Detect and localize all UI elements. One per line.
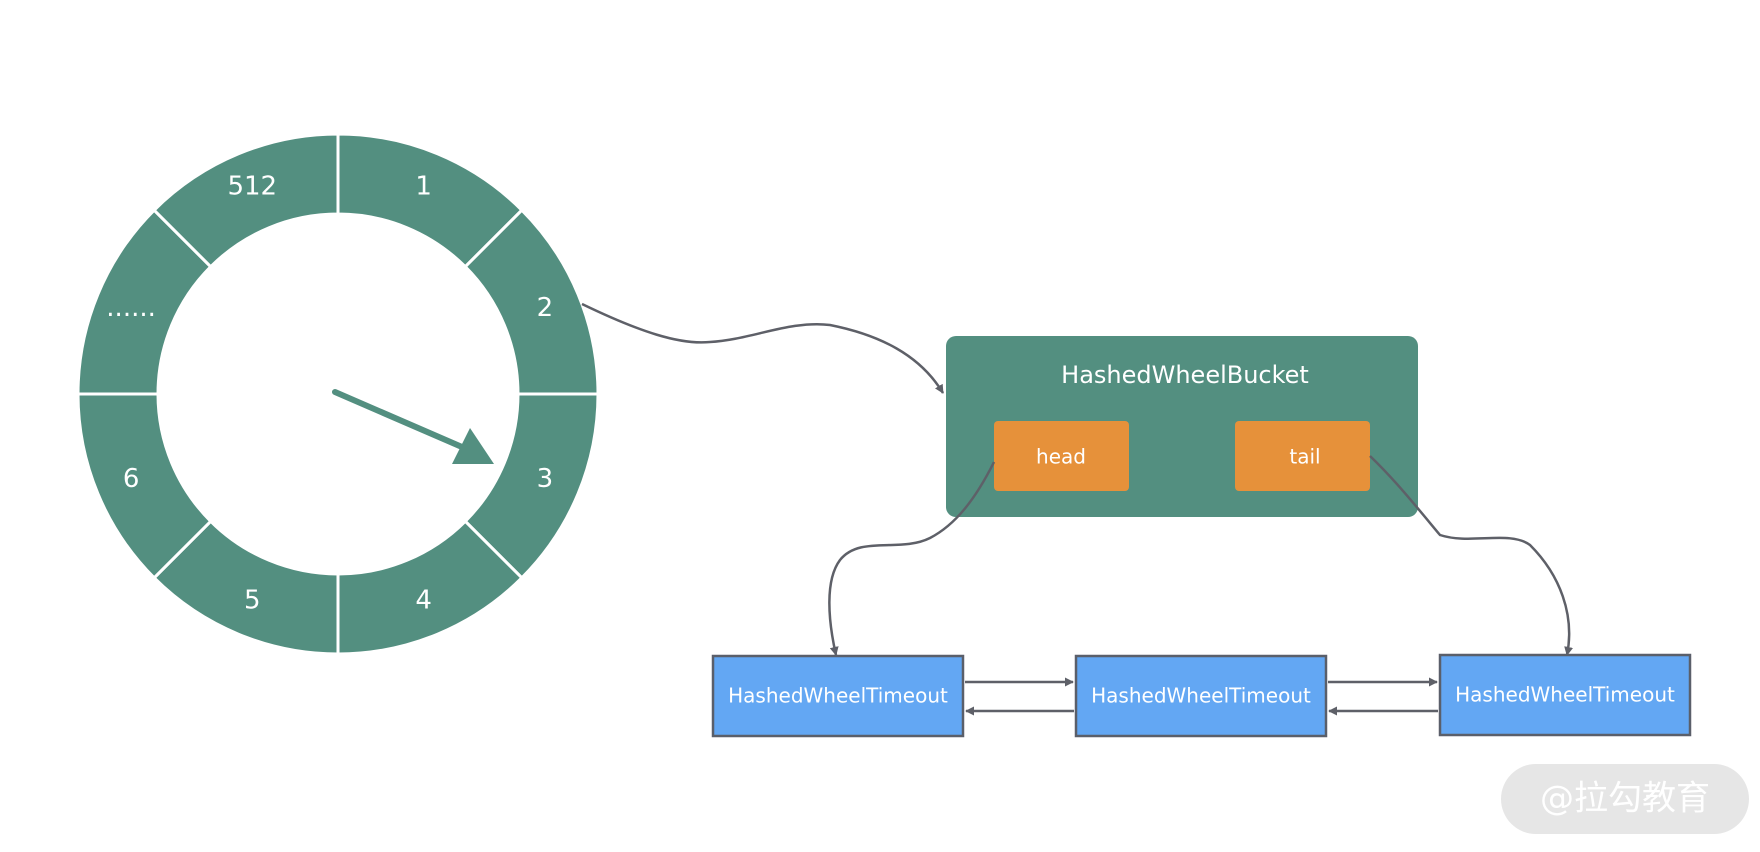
wheel-slot-512 xyxy=(152,132,340,269)
wheel-pointer xyxy=(332,389,494,464)
wheel-pointer-shaft xyxy=(332,389,465,450)
wheel-slot-4-label: 4 xyxy=(415,585,432,615)
timeout-node-3-label: HashedWheelTimeout xyxy=(1455,683,1675,707)
wheel-slot-2-label: 2 xyxy=(537,293,554,323)
watermark-label: @拉勾教育 xyxy=(1540,779,1710,819)
timing-wheel: 1 2 3 4 5 6 ...... 512 xyxy=(76,132,600,656)
watermark-pill xyxy=(1501,764,1749,834)
bucket-title: HashedWheelBucket xyxy=(1061,361,1309,389)
slot-to-bucket-connector xyxy=(581,302,945,394)
wheel-segments xyxy=(76,132,600,656)
head-field xyxy=(994,421,1129,491)
head-to-first-timeout-connector xyxy=(828,461,996,656)
timeout-node-2 xyxy=(1074,654,1328,738)
timeout-node-2-label: HashedWheelTimeout xyxy=(1091,684,1311,708)
hashed-wheel-bucket: HashedWheelBucket head tail xyxy=(946,336,1418,517)
wheel-pointer-head xyxy=(452,428,494,464)
wheel-labels: 1 2 3 4 5 6 ...... 512 xyxy=(106,172,553,616)
watermark: @拉勾教育 xyxy=(1501,764,1749,834)
tail-field-label: tail xyxy=(1289,445,1320,469)
wheel-slot-1-label: 1 xyxy=(415,172,432,202)
timeout-list: HashedWheelTimeout HashedWheelTimeout Ha… xyxy=(711,653,1692,738)
wheel-slot-ellipsis-label: ...... xyxy=(106,293,156,323)
timeout-node-3 xyxy=(1438,653,1692,737)
tail-field xyxy=(1235,421,1370,491)
wheel-slot-3-label: 3 xyxy=(537,464,554,494)
tail-to-last-timeout-connector xyxy=(1369,455,1573,656)
head-field-label: head xyxy=(1036,445,1086,469)
timeout-node-1 xyxy=(711,654,965,738)
timeout-node-1-label: HashedWheelTimeout xyxy=(728,684,948,708)
wheel-slot-6-label: 6 xyxy=(123,464,140,494)
wheel-slot-5-label: 5 xyxy=(244,585,261,615)
wheel-slot-512-label: 512 xyxy=(227,172,277,202)
